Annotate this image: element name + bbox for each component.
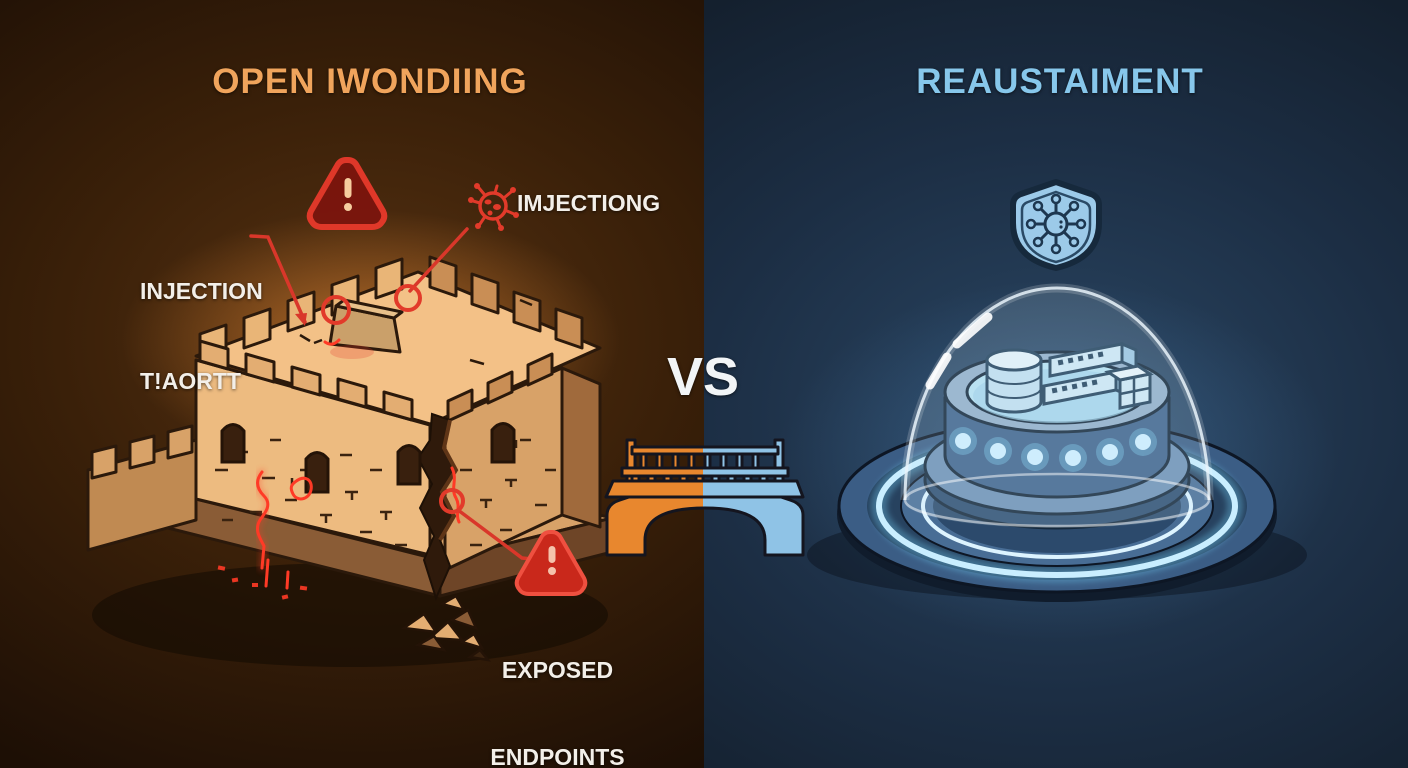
network-glyph: [1025, 193, 1087, 255]
injection-callout-line1: INJECTION: [140, 278, 263, 304]
dome-highlight: [925, 312, 993, 390]
red-debris-dots: [217, 565, 308, 600]
roof-crack-marks: [299, 298, 533, 366]
bridge-icon: [604, 438, 805, 557]
server-stack-icon: [1042, 341, 1154, 410]
exposed-endpoints-line1: EXPOSED: [501, 657, 614, 683]
glass-dome: [900, 283, 1214, 528]
exposed-endpoints-line2: ENDPOINTS: [490, 744, 625, 768]
vs-label: VS: [666, 347, 740, 407]
brick-texture-right: [460, 438, 556, 547]
warning-triangle-icon: [306, 157, 388, 230]
exposed-endpoints-label: EXPOSED ENDPOINTS: [460, 598, 655, 768]
callout-marker-rings: [321, 284, 465, 514]
red-breach-cracks: [254, 338, 461, 590]
database-icon: [985, 348, 1043, 414]
led-lights: [949, 427, 1157, 472]
injection-callout-line2: T!AORTT: [140, 368, 241, 394]
left-panel-title: OPEN IWONDIING: [212, 62, 528, 101]
rubble-pile: [400, 594, 492, 662]
castle-windows: [220, 422, 516, 494]
castle-crack-facet: [438, 419, 459, 542]
dome-illustration: [777, 280, 1337, 640]
bug-callout-label: IMJECTIONG: [517, 190, 661, 216]
red-glow-patch: [330, 345, 374, 359]
virus-bug-icon: [468, 183, 519, 231]
injection-callout-label: INJECTION T!AORTT: [140, 216, 263, 456]
shield-network-icon: [1010, 179, 1102, 271]
callout-arrowhead: [295, 313, 307, 326]
warning-triangle-icon: [514, 530, 588, 596]
right-panel-title: REAUSTAIMENT: [916, 62, 1204, 101]
